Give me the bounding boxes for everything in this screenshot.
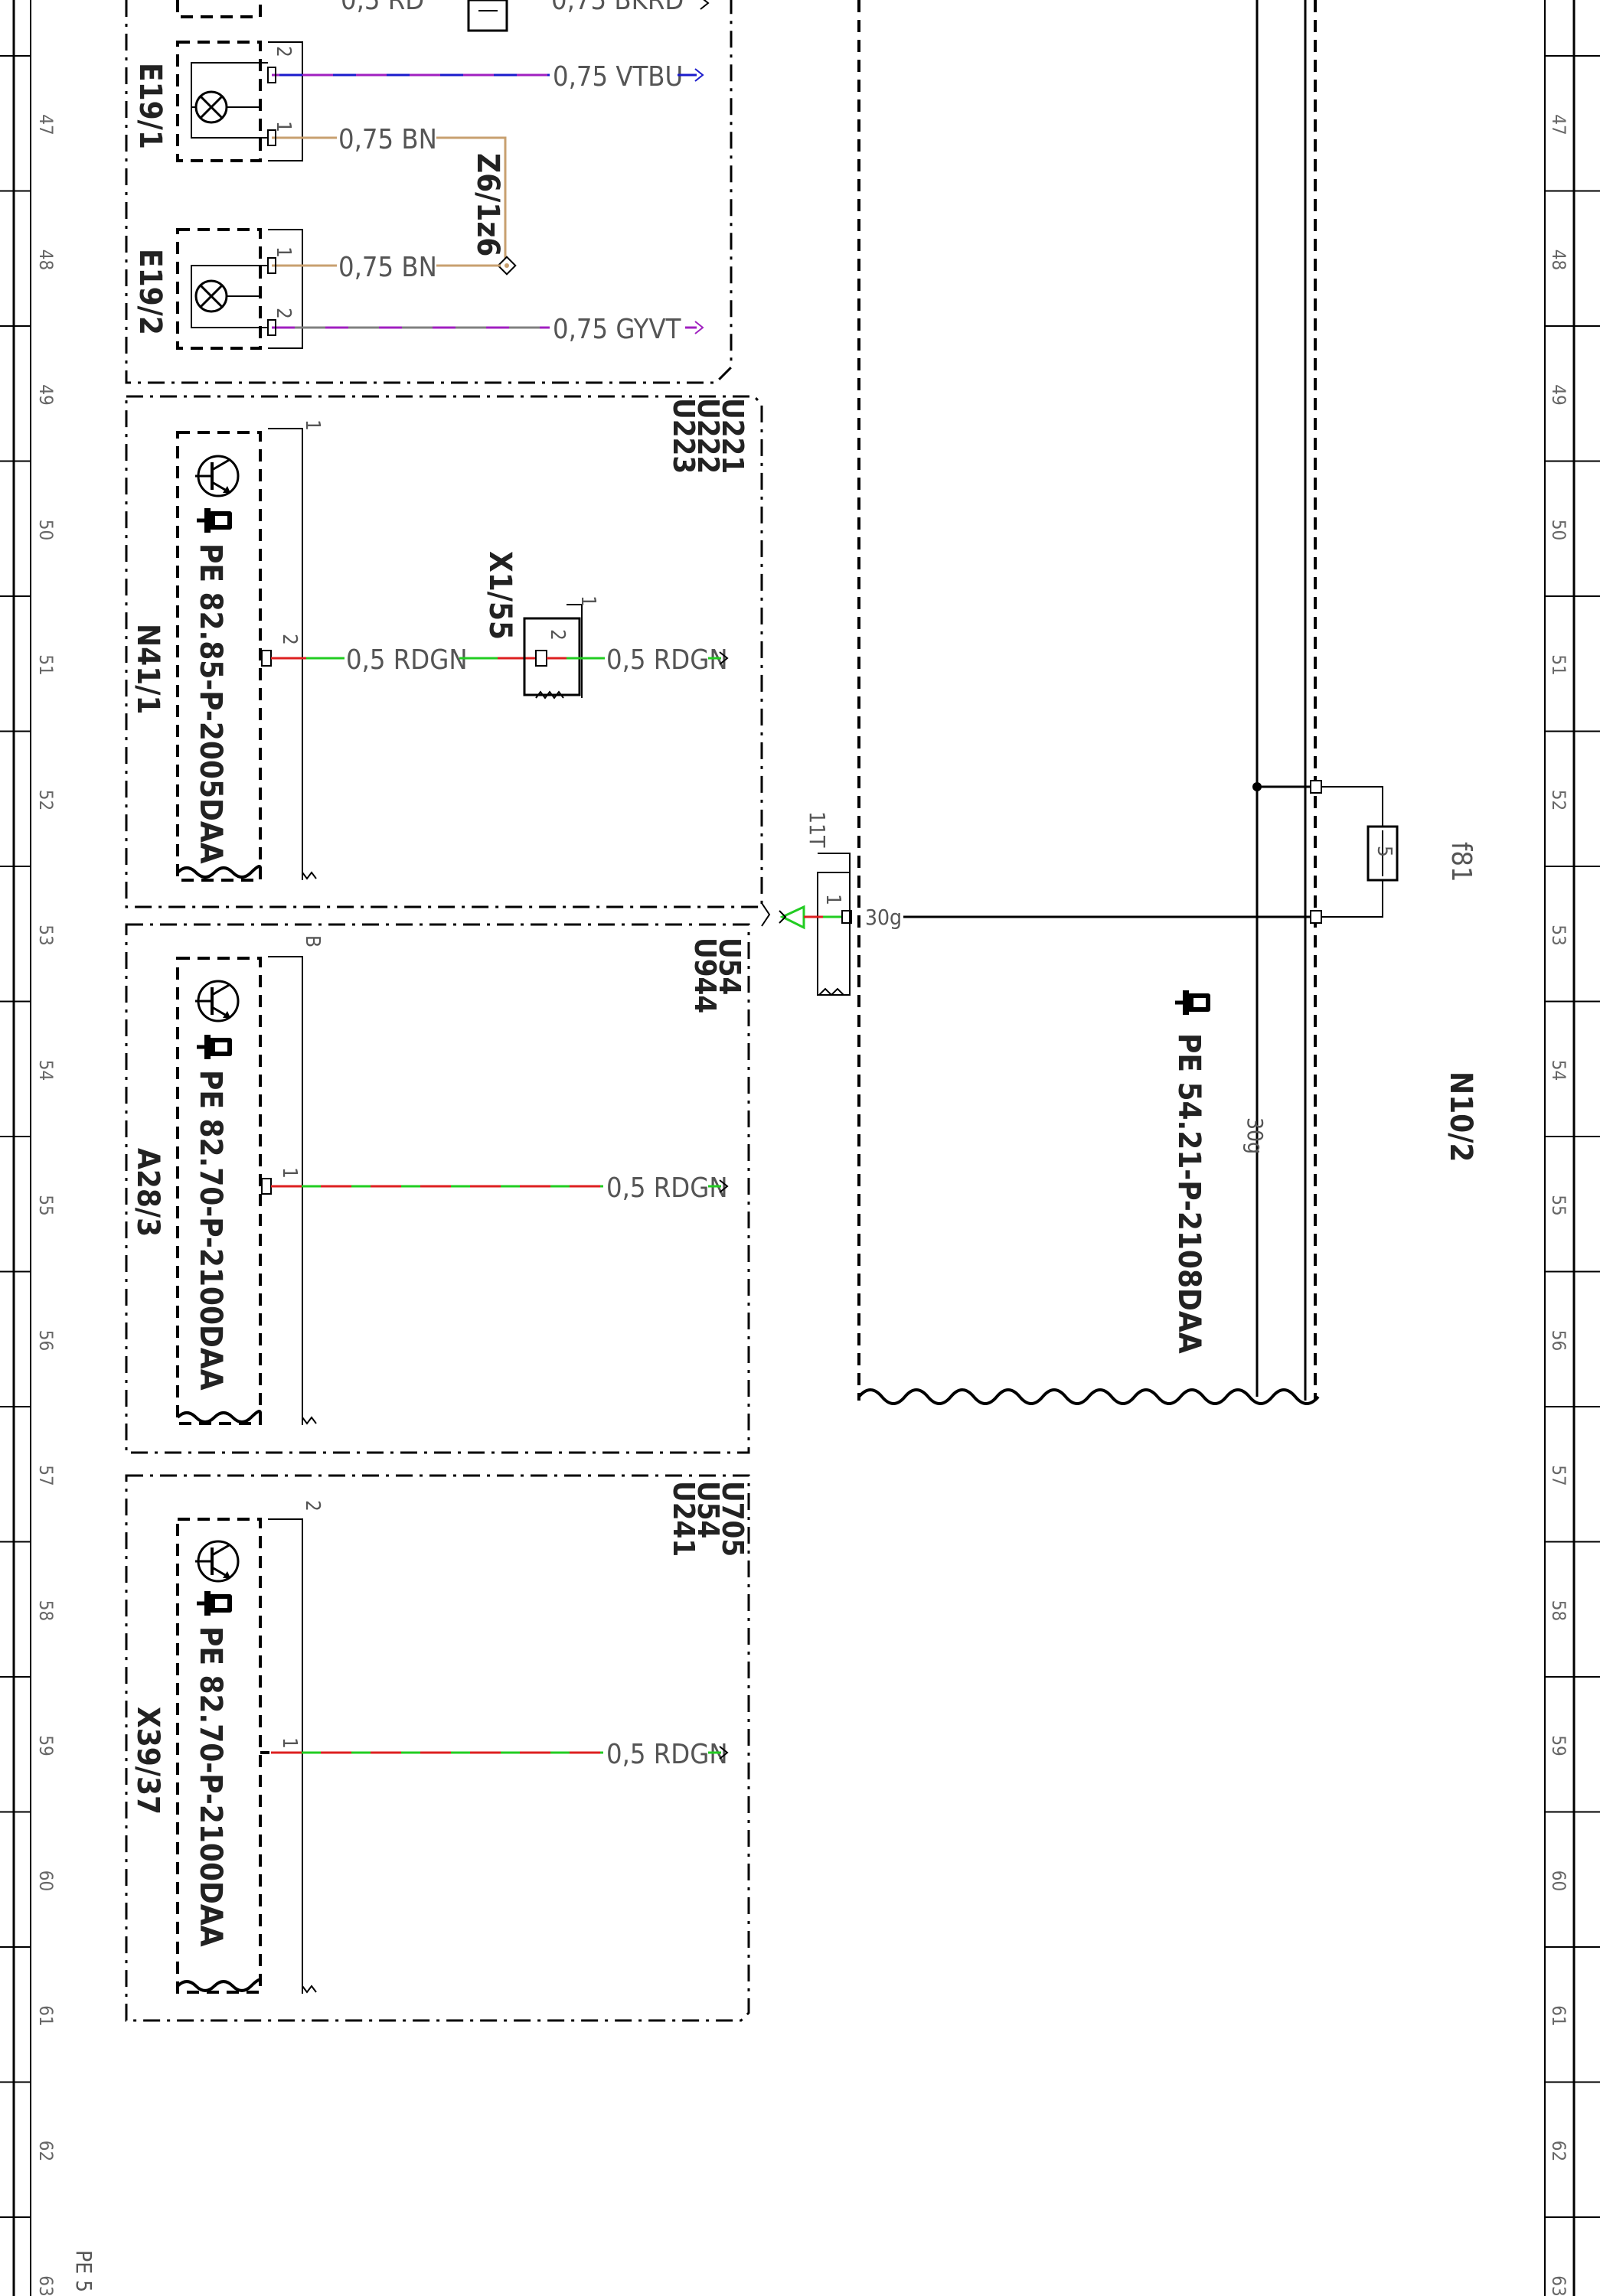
top-partial-wire-right: 0,75 BKRD [551, 0, 684, 16]
row-number: 55 [35, 1195, 57, 1215]
n41-1-code-3: U223 [667, 398, 700, 474]
connector-x1-55-pin-2: 2 [546, 629, 569, 641]
a28-3-top-pin: B [301, 935, 324, 947]
row-number: 52 [1548, 790, 1569, 810]
e19-2-wire-1-label: 0,75 BN [338, 252, 437, 283]
fuse-box-n10-2: 30g 5 f81 PE 54.21-P-2108DAA N10/2 [857, 0, 1478, 1405]
x39-37-component-label: X39/37 [130, 1707, 165, 1815]
row-number: 62 [35, 2141, 57, 2161]
x39-37-code-3: U241 [667, 1481, 700, 1557]
row-number: 55 [1548, 1195, 1569, 1215]
a28-3-code-2: U944 [688, 938, 722, 1013]
x39-37-top-pin: 2 [301, 1500, 324, 1512]
fuse-f81-label: f81 [1445, 842, 1477, 882]
row-number: 59 [1548, 1735, 1569, 1756]
row-number: 54 [35, 1060, 57, 1081]
row-number: 56 [35, 1330, 57, 1351]
row-number: 52 [35, 790, 57, 810]
row-number: 61 [1548, 2005, 1569, 2026]
e19-2-pin-2: 2 [272, 308, 295, 319]
n41-1-code-1: U221 [716, 398, 749, 474]
lamp-e19-2: E19/2 1 2 [132, 228, 303, 350]
n41-1-pe-reference: PE 82.85-P-2005DAA [193, 543, 228, 864]
lamp-e19-2-label: E19/2 [132, 249, 168, 335]
x39-37-wire-out-label: 0,5 RDGN [606, 1739, 728, 1770]
row-number: 57 [35, 1465, 57, 1486]
row-number: 58 [35, 1600, 57, 1621]
footer-reference: PE 5 [71, 2250, 96, 2292]
row-number: 54 [1548, 1060, 1569, 1081]
n41-1-code-2: U222 [691, 398, 725, 474]
a28-3-wire-out-label: 0,5 RDGN [606, 1172, 728, 1204]
panel-a28-3: PE 82.70-P-2100DAA A28/3 B 1 0,5 RDGN U5… [125, 923, 750, 1454]
e19-1-pin-1: 1 [272, 121, 295, 132]
row-number: 49 [1548, 384, 1569, 405]
n41-1-wire-in-label: 0,5 RDGN [346, 644, 468, 676]
connector-11t-label: 11T [805, 811, 830, 848]
row-number: 47 [1548, 114, 1569, 135]
row-number: 51 [35, 654, 57, 675]
n41-1-component-label: N41/1 [130, 624, 165, 714]
e19-1-pin-2: 2 [272, 46, 295, 57]
n41-1-pin: 2 [278, 634, 301, 645]
n41-1-top-pin: 1 [301, 419, 324, 431]
x39-37-code-1: U705 [716, 1481, 749, 1557]
lamp-e19-1-label: E19/1 [132, 63, 168, 149]
row-number: 53 [1548, 925, 1569, 945]
connector-11t: 11T 1 [805, 811, 851, 996]
x39-37-pe-reference: PE 82.70-P-2100DAA [193, 1626, 228, 1947]
fuse-rating: 5 [1373, 846, 1396, 857]
n41-1-wire-out-label: 0,5 RDGN [606, 644, 728, 676]
row-number: 48 [1548, 249, 1569, 270]
connector-x1-55-pin-1: 1 [576, 595, 599, 607]
row-number: 50 [35, 520, 57, 540]
top-partial-wire-left: 0,5 RD [341, 0, 424, 16]
right-border-grid [1544, 0, 1576, 2296]
e19-2-pin-1: 1 [272, 246, 295, 258]
splice-z6-1z6: Z6/1z6 [470, 153, 505, 256]
row-number: 61 [35, 2005, 57, 2026]
fuse-box-n10-2-label: N10/2 [1443, 1071, 1478, 1162]
fuse-box-pe-reference: PE 54.21-P-2108DAA [1171, 1033, 1207, 1354]
splice-node [497, 256, 517, 276]
row-number: 50 [1548, 520, 1569, 540]
left-border-grid [12, 0, 31, 2296]
lamp-e19-1: E19/1 2 1 [132, 41, 303, 162]
lamp-group: 0,5 RD 0,75 BKRD E19/1 2 1 0,75 VTBU 0,7… [125, 0, 733, 384]
panel-x39-37: PE 82.70-P-2100DAA X39/37 2 1 0,5 RDGN U… [125, 1474, 750, 2022]
row-number: 51 [1548, 654, 1569, 675]
row-number: 49 [35, 384, 57, 405]
e19-2-wire-2-label: 0,75 GYVT [553, 314, 681, 345]
connector-x1-55-label: X1/55 [482, 551, 518, 640]
e19-1-wire-2-label: 0,75 VTBU [553, 61, 683, 93]
connector-11t-pin: 1 [821, 894, 844, 905]
a28-3-pe-reference: PE 82.70-P-2100DAA [193, 1070, 228, 1391]
row-number: 57 [1548, 1465, 1569, 1486]
row-tick-marks [0, 55, 1600, 2218]
a28-3-component-label: A28/3 [130, 1148, 165, 1237]
row-number: 60 [1548, 1870, 1569, 1891]
a28-3-pin: 1 [278, 1167, 301, 1179]
row-number: 56 [1548, 1330, 1569, 1351]
row-number: 63 [35, 2275, 57, 2296]
row-number: 47 [35, 114, 57, 135]
row-number: 59 [35, 1735, 57, 1756]
x39-37-code-2: U54 [691, 1481, 725, 1538]
row-number: 48 [35, 249, 57, 270]
e19-1-wire-1-label: 0,75 BN [338, 124, 437, 155]
row-number: 53 [35, 925, 57, 945]
row-number: 63 [1548, 2275, 1569, 2296]
panel-n41-1: PE 82.85-P-2005DAA N41/1 1 2 0,5 RDGN X1… [125, 395, 763, 908]
a28-3-code-1: U54 [713, 938, 746, 995]
connector-x1-55: X1/55 1 2 [482, 551, 599, 700]
terminal-30g-label: 30g [865, 905, 902, 930]
row-number: 62 [1548, 2141, 1569, 2161]
row-number: 60 [35, 1870, 57, 1891]
bus-30g-label: 30g [1242, 1117, 1268, 1154]
row-number: 58 [1548, 1600, 1569, 1621]
x39-37-pin: 1 [278, 1737, 301, 1749]
